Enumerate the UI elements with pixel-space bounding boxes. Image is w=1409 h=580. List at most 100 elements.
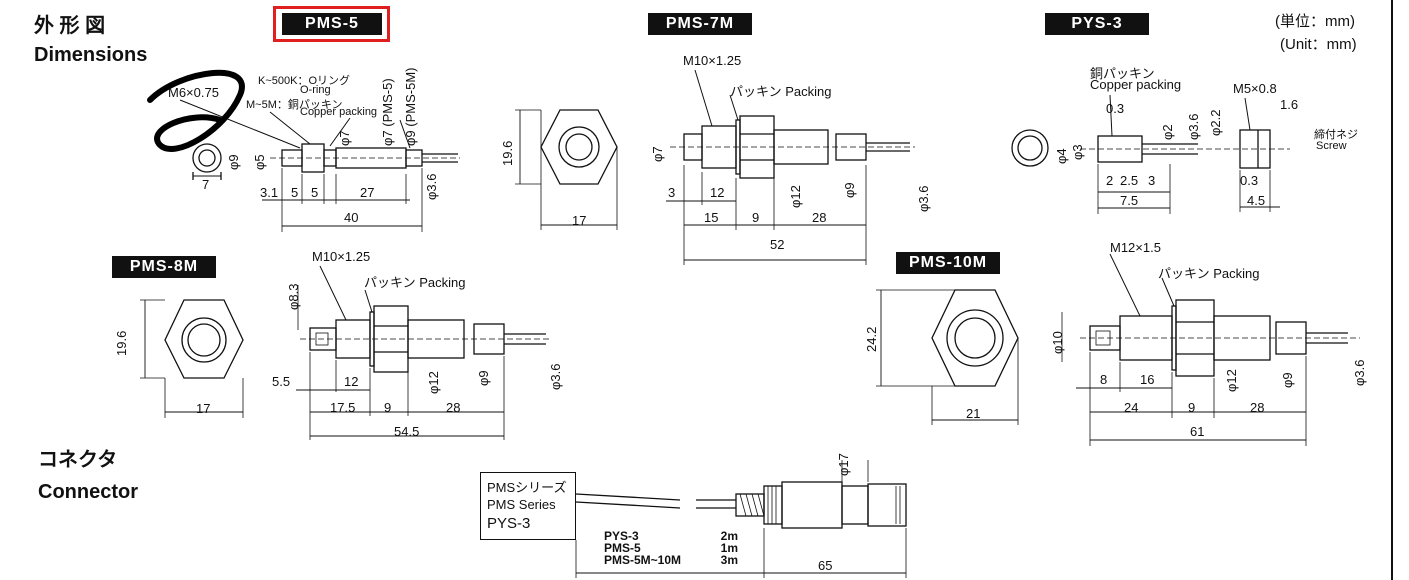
- pms8m-l175: 17.5: [330, 400, 356, 415]
- pys3-screw-en: Screw: [1316, 140, 1347, 152]
- pys3-l25: 2.5: [1120, 173, 1139, 188]
- pms8m-phi9: φ9: [476, 370, 491, 386]
- unit-label-jp: (単位：mm): [1275, 13, 1355, 30]
- pys3-v16: 1.6: [1280, 97, 1299, 112]
- pms7m-phi9: φ9: [842, 182, 857, 198]
- pms7m-phi36: φ3.6: [916, 185, 931, 212]
- pms5-l31: 3.1: [260, 185, 279, 200]
- pms5-phi7: φ7: [337, 130, 352, 146]
- pys3-phi36: φ3.6: [1186, 113, 1201, 140]
- pys3-phi2: φ2: [1160, 124, 1175, 140]
- pms7m-thread: M10×1.25: [683, 53, 742, 68]
- cable-length: 2m: [720, 529, 738, 543]
- cable-length-table: PYS-3 2m PMS-5 1m PMS-5M~10M 3m: [604, 530, 738, 566]
- cable-length: 3m: [720, 553, 738, 567]
- pms10m-thread: M12×1.5: [1110, 240, 1161, 255]
- cable-row: PMS-5M~10M 3m: [604, 554, 738, 566]
- pms8m-l545: 54.5: [394, 424, 420, 439]
- pys3-v03a: 0.3: [1106, 101, 1125, 116]
- connector-box-line3: PYS-3: [487, 515, 531, 532]
- pms7m-packing: パッキン Packing: [730, 84, 832, 99]
- cable-model: PYS-3: [604, 529, 639, 543]
- badge-pys3[interactable]: PYS-3: [1045, 13, 1149, 35]
- pms5-note-oring: K~500K：Oリング: [258, 75, 351, 87]
- pms10m-l61: 61: [1190, 424, 1205, 439]
- pms7m-l3: 3: [668, 185, 676, 200]
- pms8m-w17: 17: [196, 401, 211, 416]
- pys3-l3: 3: [1148, 173, 1156, 188]
- pms10m-h242: 24.2: [864, 326, 879, 352]
- badge-pms10m[interactable]: PMS-10M: [896, 252, 1000, 274]
- pms8m-l28: 28: [446, 400, 461, 415]
- connector-box-line2: PMS Series: [487, 497, 556, 512]
- pys3-copper-en: Copper packing: [1090, 77, 1182, 92]
- pms7m-l28: 28: [812, 210, 827, 225]
- pms5-l40: 40: [344, 210, 359, 225]
- pms5-l5a: 5: [291, 185, 299, 200]
- pys3-phi4: φ4: [1054, 148, 1069, 164]
- pys3-thread: M5×0.8: [1233, 81, 1277, 96]
- pms7m-l12: 12: [710, 185, 725, 200]
- cable-model: PMS-5: [604, 541, 641, 555]
- pms8m-l55: 5.5: [272, 374, 291, 389]
- pms8m-thread: M10×1.25: [312, 249, 371, 264]
- pys3-l2: 2: [1106, 173, 1114, 188]
- pms5-l27: 27: [360, 185, 375, 200]
- pms8m-l9: 9: [384, 400, 392, 415]
- pys3-v03b: 0.3: [1240, 173, 1259, 188]
- pms5-note-copper: M~5M：銅パッキン: [246, 99, 343, 111]
- pms10m-phi36: φ3.6: [1352, 359, 1367, 386]
- pms7m-h196: 19.6: [500, 140, 515, 166]
- pys3-l45: 4.5: [1247, 193, 1266, 208]
- connector-phi17: φ17: [836, 453, 851, 476]
- connector-box-line1: PMSシリーズ: [487, 480, 567, 495]
- pms5-dia-b: φ9 (PMS-5M): [403, 67, 418, 147]
- pms10m-phi12: φ12: [1224, 369, 1239, 392]
- cable-length: 1m: [720, 541, 738, 555]
- pms7m-phi7: φ7: [650, 146, 665, 162]
- pms5-note-copper-en: Copper packing: [300, 106, 378, 118]
- pms10m-phi9: φ9: [1280, 372, 1295, 388]
- pms5-dia-a: φ7 (PMS-5): [380, 78, 395, 146]
- highlight-box: [273, 6, 390, 42]
- pms5-note-oring-en: O-ring: [300, 84, 331, 96]
- pms5-thread: M6×0.75: [168, 85, 219, 100]
- pms10m-phi10: φ10: [1050, 331, 1065, 354]
- pys3-l75: 7.5: [1120, 193, 1139, 208]
- pms10m-l16: 16: [1140, 372, 1155, 387]
- pms7m-l15: 15: [704, 210, 719, 225]
- pms5-phi36: φ3.6: [424, 173, 439, 200]
- unit-label-en: (Unit：mm): [1280, 36, 1357, 53]
- pms10m-l9: 9: [1188, 400, 1196, 415]
- pms7m-w17: 17: [572, 213, 587, 228]
- pms8m-h196: 19.6: [114, 330, 129, 356]
- badge-pms5[interactable]: PMS-5: [282, 13, 382, 35]
- connector-len65: 65: [818, 558, 833, 573]
- pms5-phi9: φ9: [226, 154, 241, 170]
- pms8m-phi36: φ3.6: [548, 363, 563, 390]
- pys3-copper-jp: 銅パッキン: [1090, 66, 1155, 81]
- pms8m-phi12: φ12: [426, 371, 441, 394]
- connector-series-box: PMSシリーズ PMS Series PYS-3: [480, 472, 576, 540]
- pms5-l5b: 5: [311, 185, 319, 200]
- pys3-phi3: φ3: [1070, 144, 1085, 160]
- section-title-jp: 外 形 図: [34, 15, 106, 37]
- badge-pms7m[interactable]: PMS-7M: [648, 13, 752, 35]
- pys3-screw-jp: 締付ネジ: [1314, 129, 1358, 141]
- pms8m-phi83: φ8.3: [286, 283, 301, 310]
- connector-title-en: Connector: [38, 481, 138, 503]
- badge-pms8m[interactable]: PMS-8M: [112, 256, 216, 278]
- cable-row: PYS-3 2m: [604, 530, 738, 542]
- pms5-w7: 7: [202, 177, 210, 192]
- section-title-en: Dimensions: [34, 44, 148, 66]
- pms7m-l52: 52: [770, 237, 785, 252]
- pms10m-l24: 24: [1124, 400, 1139, 415]
- pms8m-l12: 12: [344, 374, 359, 389]
- pms10m-w21: 21: [966, 406, 981, 421]
- connector-title-jp: コネクタ: [38, 449, 118, 471]
- pys3-phi22: φ2.2: [1208, 109, 1223, 136]
- pms7m-phi12: φ12: [788, 185, 803, 208]
- pms5-phi5: φ5: [252, 154, 267, 170]
- pms10m-l8: 8: [1100, 372, 1108, 387]
